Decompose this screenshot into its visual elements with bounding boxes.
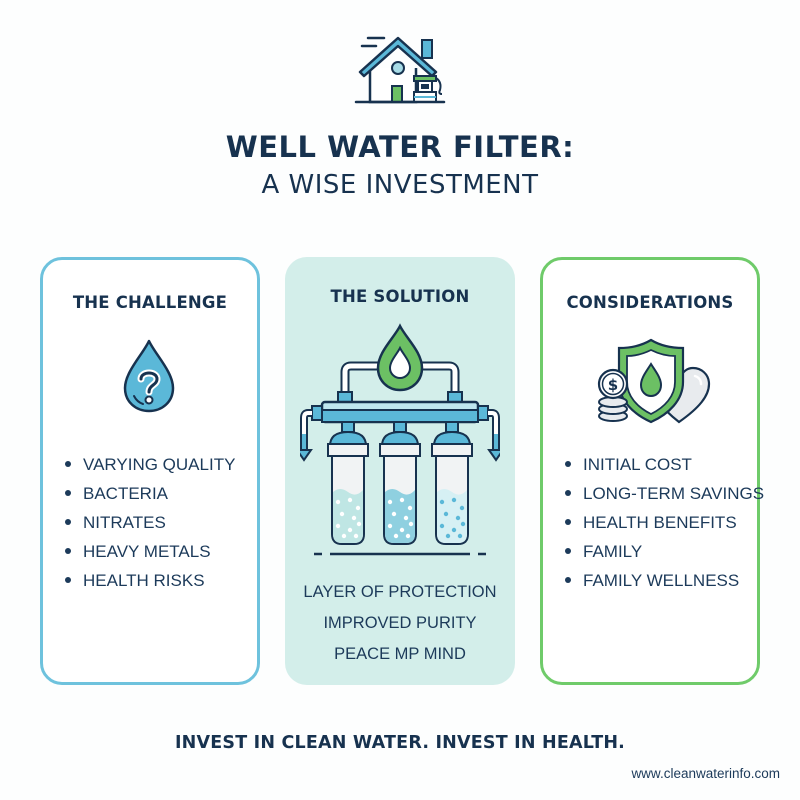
- filter-media-dot: [457, 533, 463, 539]
- considerations-title: CONSIDERATIONS: [566, 293, 734, 312]
- list-item: FAMILY: [565, 537, 764, 566]
- bullet-icon: [565, 518, 571, 525]
- list-item: NITRATES: [65, 508, 235, 537]
- filter-media-dot: [403, 515, 409, 521]
- house-with-well-icon: [354, 36, 446, 104]
- filter-media-dot: [339, 511, 345, 517]
- three-stage-water-filter-icon: [300, 323, 500, 556]
- bullet-icon: [65, 489, 71, 496]
- filter-media-dot: [335, 499, 341, 505]
- considerations-list: INITIAL COST LONG-TERM SAVINGS HEALTH BE…: [565, 450, 764, 595]
- filter-media-dot: [459, 505, 465, 511]
- list-item: PEACE MP MIND: [334, 645, 466, 663]
- filter-media-dot: [353, 533, 359, 539]
- water-drop-question-icon: [123, 339, 175, 413]
- bullet-icon: [565, 489, 571, 496]
- considerations-panel: CONSIDERATIONS $ INITIAL COST LONG-TERM …: [540, 257, 764, 685]
- list-item: LAYER OF PROTECTION: [303, 583, 497, 601]
- filter-media-dot: [399, 527, 405, 533]
- filter-media-dot: [387, 523, 393, 529]
- filter-media-dot: [341, 533, 347, 539]
- challenge-list: VARYING QUALITY BACTERIA NITRATES HEAVY …: [65, 450, 235, 595]
- filter-media-dot: [451, 497, 457, 503]
- list-item: VARYING QUALITY: [65, 450, 235, 479]
- filter-media-dot: [347, 527, 353, 533]
- bullet-icon: [65, 576, 71, 583]
- filter-media-dot: [405, 533, 411, 539]
- filter-media-dot: [439, 523, 445, 529]
- bullet-icon: [65, 547, 71, 554]
- filter-media-dot: [356, 521, 362, 527]
- list-item: HEAVY METALS: [65, 537, 235, 566]
- filter-media-dot: [399, 497, 405, 503]
- page-title: WELL WATER FILTER:: [225, 130, 575, 164]
- filter-media-dot: [408, 521, 414, 527]
- filter-media-dot: [391, 511, 397, 517]
- solution-title: THE SOLUTION: [330, 287, 470, 306]
- filter-media-dot: [335, 523, 341, 529]
- filter-media-dot: [407, 505, 413, 511]
- filter-media-dot: [387, 499, 393, 505]
- filter-media-dot: [443, 511, 449, 517]
- challenge-panel: THE CHALLENGE VARYING QUALITY BACTERIA N…: [40, 257, 260, 685]
- filter-media-dot: [439, 499, 445, 505]
- filter-media-dot: [455, 515, 461, 521]
- list-item: INITIAL COST: [565, 450, 764, 479]
- filter-media-dot: [393, 533, 399, 539]
- filter-media-dot: [355, 505, 361, 511]
- svg-text:$: $: [608, 376, 618, 394]
- challenge-title: THE CHALLENGE: [72, 293, 228, 312]
- filter-canister-1: [327, 421, 369, 545]
- filter-media-dot: [451, 527, 457, 533]
- filter-canister-2: [379, 421, 421, 545]
- list-item: HEALTH RISKS: [65, 566, 235, 595]
- bullet-icon: [65, 518, 71, 525]
- filter-media-dot: [445, 533, 451, 539]
- solution-panel: THE SOLUTION LAYER OF PROTECTION: [285, 257, 515, 685]
- list-item: BACTERIA: [65, 479, 235, 508]
- bullet-icon: [65, 460, 71, 467]
- filter-media-dot: [460, 521, 466, 527]
- filter-media-dot: [351, 515, 357, 521]
- bullet-icon: [565, 547, 571, 554]
- bullet-icon: [565, 460, 571, 467]
- shield-coins-heart-icon: $: [597, 338, 711, 424]
- website-link[interactable]: www.cleanwaterinfo.com: [631, 766, 780, 781]
- tagline: INVEST IN CLEAN WATER. INVEST IN HEALTH.: [174, 733, 626, 753]
- list-item: IMPROVED PURITY: [323, 614, 477, 632]
- list-item: LONG-TERM SAVINGS: [565, 479, 764, 508]
- list-item: HEALTH BENEFITS: [565, 508, 764, 537]
- solution-list: LAYER OF PROTECTION IMPROVED PURITY PEAC…: [285, 577, 515, 670]
- page-subtitle: A WISE INVESTMENT: [261, 170, 539, 200]
- bullet-icon: [565, 576, 571, 583]
- filter-media-dot: [347, 497, 353, 503]
- list-item: FAMILY WELLNESS: [565, 566, 764, 595]
- filter-canister-3: [431, 421, 473, 545]
